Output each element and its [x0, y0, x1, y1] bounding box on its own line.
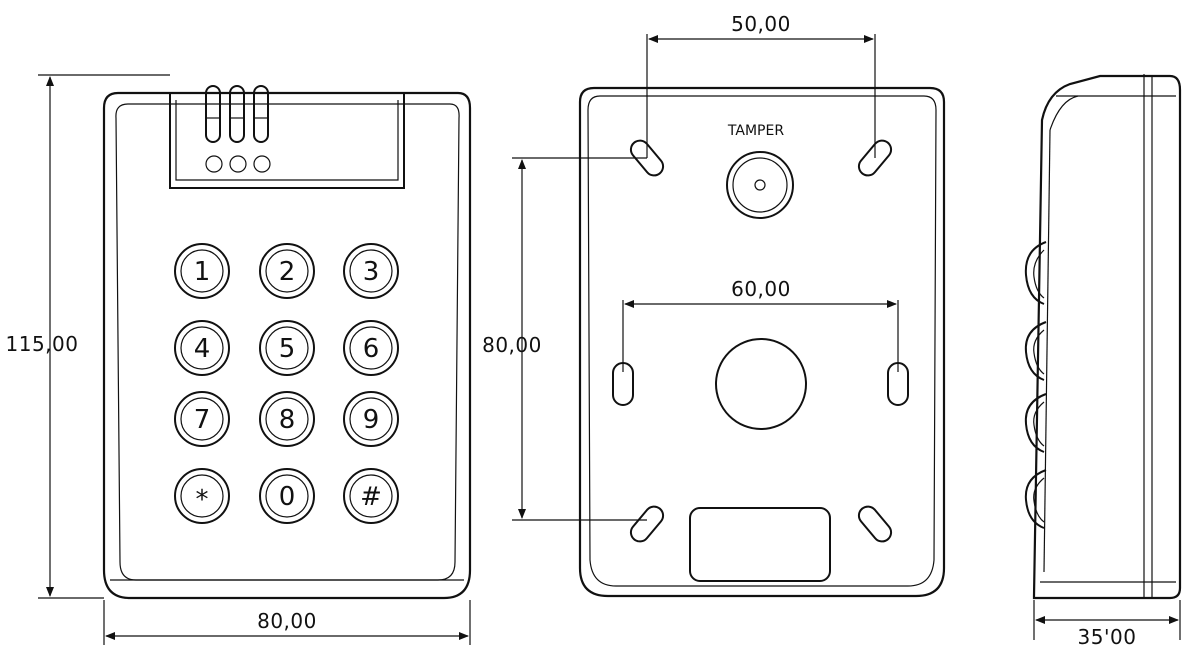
height-dim-label: 115,00 [6, 332, 79, 356]
side-view: 35'00 [1024, 74, 1182, 649]
key-3: 3 [343, 243, 399, 299]
width-dim-label: 80,00 [257, 609, 317, 633]
height-dimension: 115,00 [6, 74, 170, 599]
key-8: 8 [259, 391, 315, 447]
key-0: 0 [259, 468, 315, 524]
label-recess [689, 507, 831, 582]
key-6-label: 6 [363, 334, 380, 364]
top-holes-dimension: 50,00 [646, 12, 876, 158]
led-indicators [205, 85, 269, 143]
depth-dim-label: 35'00 [1078, 625, 1137, 649]
key-9: 9 [343, 391, 399, 447]
key-2-label: 2 [279, 257, 296, 287]
front-body-outline [102, 91, 472, 600]
key-1: 1 [174, 243, 230, 299]
cable-entry-hole [715, 338, 807, 430]
key-star: * [174, 468, 230, 524]
key-1-label: 1 [194, 257, 211, 287]
key-7: 7 [174, 391, 230, 447]
back-view: TAMPER 50,00 60,00 80,00 [482, 12, 946, 598]
tamper-switch: TAMPER [726, 123, 794, 219]
key-star-label: * [196, 485, 209, 515]
key-4-label: 4 [194, 334, 211, 364]
keypad: 1 2 3 4 5 6 7 [174, 243, 399, 524]
depth-dimension: 35'00 [1033, 600, 1181, 649]
key-7-label: 7 [194, 405, 211, 435]
display-window [169, 93, 405, 189]
key-5: 5 [259, 320, 315, 376]
vertical-holes-dimension: 80,00 [482, 157, 647, 521]
key-4: 4 [174, 320, 230, 376]
key-6: 6 [343, 320, 399, 376]
mounting-holes [612, 139, 909, 543]
key-2: 2 [259, 243, 315, 299]
led-status-icons [205, 155, 271, 173]
key-hash-label: # [360, 482, 382, 512]
vertical-holes-dim-label: 80,00 [482, 333, 542, 357]
key-9-label: 9 [363, 405, 380, 435]
top-holes-dim-label: 50,00 [731, 12, 791, 36]
key-5-label: 5 [279, 334, 296, 364]
key-3-label: 3 [363, 257, 380, 287]
width-dimension: 80,00 [103, 600, 471, 645]
side-holes-dim-label: 60,00 [731, 277, 791, 301]
tamper-label: TAMPER [727, 123, 784, 139]
side-key-profiles [1024, 241, 1047, 529]
back-body-outline [578, 86, 946, 598]
back-inner-outline [587, 95, 937, 587]
key-8-label: 8 [279, 405, 296, 435]
key-hash: # [343, 468, 399, 524]
front-view: 1 2 3 4 5 6 7 [6, 74, 472, 645]
side-body-outline [1032, 74, 1182, 600]
key-0-label: 0 [279, 482, 296, 512]
side-holes-dimension: 60,00 [622, 277, 899, 372]
